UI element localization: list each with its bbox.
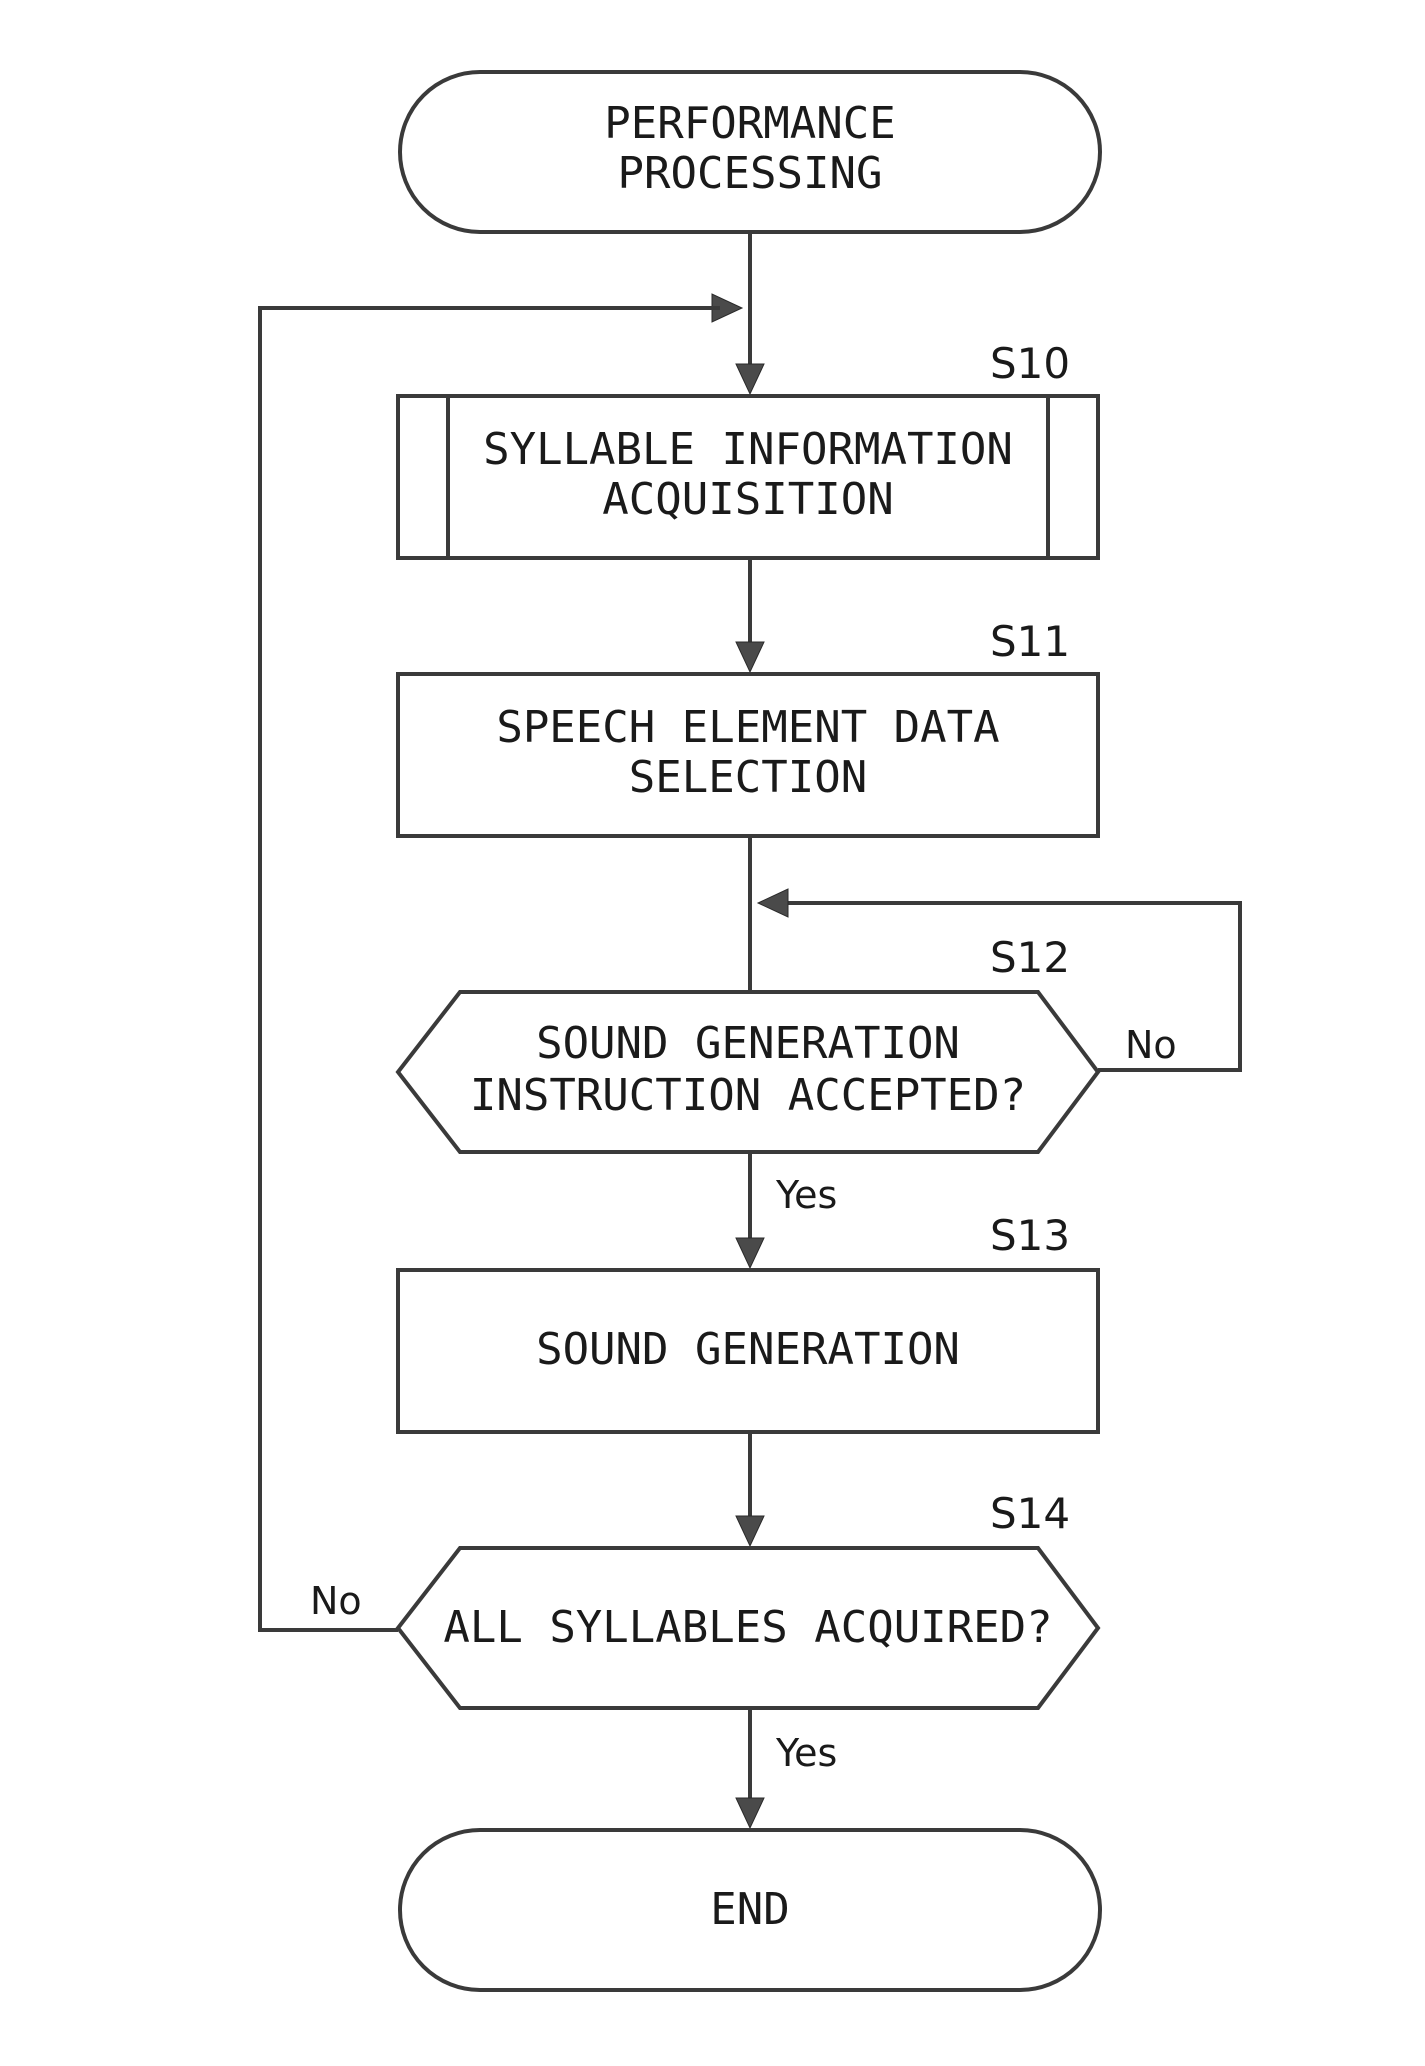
start-label-line2: PROCESSING (618, 148, 883, 199)
s11-label-line1: SPEECH ELEMENT DATA (496, 702, 999, 753)
arrowhead-icon (736, 1798, 764, 1828)
end-label: END (710, 1884, 789, 1935)
s12-label-line1: SOUND GENERATION (536, 1018, 960, 1069)
s11-step-label: S11 (990, 617, 1070, 666)
start-label-line1: PERFORMANCE (604, 98, 895, 149)
s10-step-label: S10 (990, 339, 1070, 388)
s12-label-line2: INSTRUCTION ACCEPTED? (470, 1070, 1026, 1121)
arrowhead-icon (736, 642, 764, 672)
s10-label-line2: ACQUISITION (602, 474, 893, 525)
s14-step-label: S14 (990, 1489, 1070, 1538)
s12-no-label: No (1125, 1023, 1177, 1067)
arrowhead-icon (758, 889, 788, 917)
s11-label-line2: SELECTION (629, 752, 867, 803)
arrowhead-icon (736, 1238, 764, 1268)
s13-step-label: S13 (990, 1211, 1070, 1260)
s12-yes-label: Yes (775, 1173, 837, 1217)
s13-label-line1: SOUND GENERATION (536, 1324, 960, 1375)
arrowhead-icon (736, 1516, 764, 1546)
s14-yes-label: Yes (775, 1731, 837, 1775)
s10-label-line1: SYLLABLE INFORMATION (483, 424, 1013, 475)
arrowhead-icon (736, 364, 764, 394)
s14-label-line1: ALL SYLLABLES ACQUIRED? (443, 1602, 1052, 1653)
s12-step-label: S12 (990, 933, 1070, 982)
s14-no-label: No (310, 1579, 362, 1623)
